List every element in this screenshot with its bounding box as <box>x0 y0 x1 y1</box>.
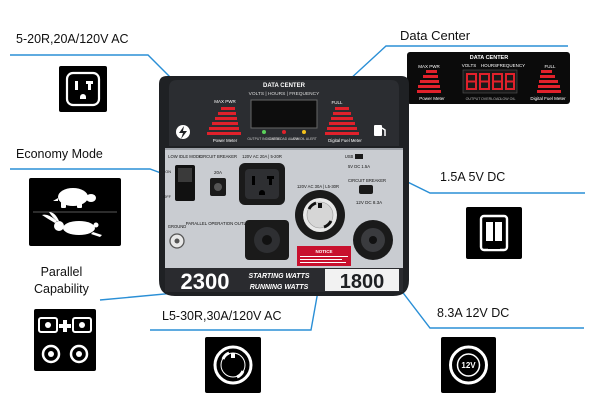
inset-title: DATA CENTER <box>470 55 508 61</box>
panel-fuel-meter-bars <box>325 107 359 135</box>
inset-mode-volts: VOLTS <box>462 63 476 68</box>
inset-full: FULL <box>544 64 556 69</box>
low-oil-alert-led <box>302 130 306 134</box>
panel-max-pwr: MAX PWR <box>214 99 236 104</box>
inset-power-meter-label: Power Meter <box>419 96 445 101</box>
inset-fuel-meter-bars <box>537 70 561 93</box>
fuel-pump-icon <box>374 125 382 136</box>
label-12v-dc: 8.3A 12V DC <box>437 306 510 320</box>
turtle-icon <box>53 188 96 208</box>
dc-12v-label: 12V DC 8.3A <box>356 200 382 205</box>
overload-alarm-led <box>282 130 286 134</box>
panel-lcd-display <box>250 99 318 129</box>
panel-fuel-meter-label: Digital Fuel Meter <box>328 138 362 143</box>
panel-full: FULL <box>331 100 343 105</box>
dc-circuit-breaker-label: CIRCUIT BREAKER <box>348 178 386 183</box>
indicator-output-label: OUTPUT INDICATOR <box>247 137 281 141</box>
panel-power-meter-label: Power Meter <box>213 138 238 143</box>
label-5-20r-outlet: 5-20R,20A/120V AC <box>16 32 129 46</box>
dc-12v-socket-icon: 12V <box>441 337 496 393</box>
rabbit-icon <box>42 212 102 237</box>
starting-watts-label: STARTING WATTS <box>248 273 309 280</box>
inset-indicator-low-oil: LOW OIL <box>501 97 516 101</box>
outlet-5-20r-icon <box>59 66 107 112</box>
panel-data-center-modes: VOLTS | HOURS | FREQUENCY <box>249 91 320 97</box>
ground-label: GROUND <box>168 224 187 229</box>
usb-port-icon <box>466 207 522 259</box>
label-usb: 1.5A 5V DC <box>440 170 506 184</box>
inset-mode-hours: HOURS <box>481 63 497 68</box>
inset-power-meter-bars <box>417 70 441 93</box>
panel-data-center-title: DATA CENTER <box>263 83 306 89</box>
usb-rating-label: 5V DC 1.5A <box>348 164 370 169</box>
running-watts-label: RUNNING WATTS <box>250 284 309 291</box>
outlet-l5-30r-icon <box>205 337 261 393</box>
inset-indicator-output: OUTPUT <box>466 97 482 101</box>
label-l5-30r-outlet: L5-30R,30A/120V AC <box>162 309 282 323</box>
outlet-5-20r-label: 120V AC 20A | 5-20R <box>242 154 282 159</box>
indicator-overload-label: OVERLOAD ALARM <box>268 137 299 141</box>
data-center-inset: DATA CENTER VOLTS HOURS FREQUENCY MAX PW… <box>407 52 570 104</box>
low-idle-mode-label: LOW IDLE MODE <box>168 154 202 159</box>
label-data-center: Data Center <box>400 28 471 43</box>
outlet-l5-30r-label: 120V AC 30A | L5-30R <box>297 184 339 189</box>
inset-max-pwr: MAX PWR <box>418 64 440 69</box>
usb-label: USB <box>345 154 354 159</box>
circuit-breaker-label: CIRCUIT BREAKER <box>199 154 237 159</box>
breaker-20a-label: 20A <box>214 170 222 175</box>
running-watts-value: 1800 <box>340 271 385 293</box>
inset-indicator-overload: OVERLOAD <box>481 97 501 101</box>
inset-mode-frequency: FREQUENCY <box>497 63 525 68</box>
output-indicator-led <box>262 130 266 134</box>
label-economy-mode: Economy Mode <box>16 147 103 161</box>
parallel-outlets-label: PARALLEL OPERATION OUTLETS <box>186 221 255 226</box>
label-parallel-capability: Parallel Capability <box>34 265 89 296</box>
notice-label: NOTICE <box>315 249 332 254</box>
generator-control-panel: DATA CENTER VOLTS | HOURS | FREQUENCY MA… <box>155 70 413 300</box>
panel-power-meter-bars <box>207 107 241 135</box>
inset-fuel-meter-label: Digital Fuel Meter <box>530 96 566 101</box>
dc-circuit-breaker[interactable] <box>359 185 373 194</box>
economy-mode-icon <box>29 178 121 246</box>
switch-on-label: ON <box>165 170 171 174</box>
switch-off-label: OFF <box>163 195 171 199</box>
inset-seven-segment <box>466 73 515 90</box>
starting-watts-value: 2300 <box>181 269 230 294</box>
parallel-capability-icon <box>34 309 96 371</box>
usb-port[interactable] <box>355 154 363 159</box>
indicator-low-oil-label: LOW OIL ALERT <box>291 137 317 141</box>
dc-socket-text: 12V <box>461 361 476 370</box>
